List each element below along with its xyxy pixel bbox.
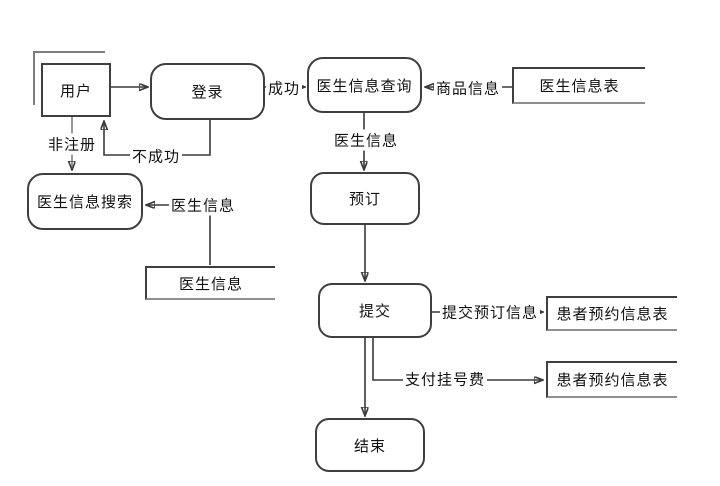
- edge-label-doctor-info-down: 医生信息: [331, 129, 401, 151]
- node-end: 结束: [315, 418, 425, 472]
- store-doctor-table-label: 医生信息表: [539, 77, 620, 95]
- node-booking: 预订: [310, 172, 420, 225]
- store-patient-table-2: 患者预约信息表: [546, 361, 677, 398]
- node-query: 医生信息查询: [307, 57, 422, 113]
- node-search: 医生信息搜索: [27, 173, 143, 230]
- node-user-label: 用户: [59, 81, 92, 100]
- store-doctor-table: 医生信息表: [512, 67, 645, 104]
- edge-label-success: 成功: [265, 77, 303, 99]
- edge-label-product-info: 商品信息: [433, 77, 503, 99]
- node-booking-label: 预订: [348, 190, 381, 208]
- node-user: 用户: [41, 63, 111, 117]
- store-patient-table-2-label: 患者预约信息表: [556, 371, 669, 389]
- edge-label-submit-booking-info: 提交预订信息: [439, 301, 541, 323]
- node-query-label: 医生信息查询: [316, 76, 413, 95]
- store-patient-table-1: 患者预约信息表: [546, 296, 677, 331]
- node-login-label: 登录: [191, 83, 224, 101]
- edge-label-not-registered: 非注册: [45, 133, 99, 155]
- store-patient-table-1-label: 患者预约信息表: [556, 305, 669, 323]
- edge-label-not-success: 不成功: [129, 145, 183, 167]
- user-entity-shadow: [33, 51, 105, 105]
- node-search-label: 医生信息搜索: [36, 193, 133, 211]
- node-end-label: 结束: [353, 436, 386, 455]
- node-submit: 提交: [318, 283, 432, 338]
- edge-label-pay-fee: 支付挂号费: [402, 368, 488, 390]
- store-doctor-info-label: 医生信息: [178, 274, 243, 293]
- node-submit-label: 提交: [358, 302, 391, 320]
- edge-label-doctor-info-left: 医生信息: [168, 194, 238, 216]
- node-login: 登录: [150, 63, 265, 120]
- store-doctor-info: 医生信息: [145, 266, 275, 300]
